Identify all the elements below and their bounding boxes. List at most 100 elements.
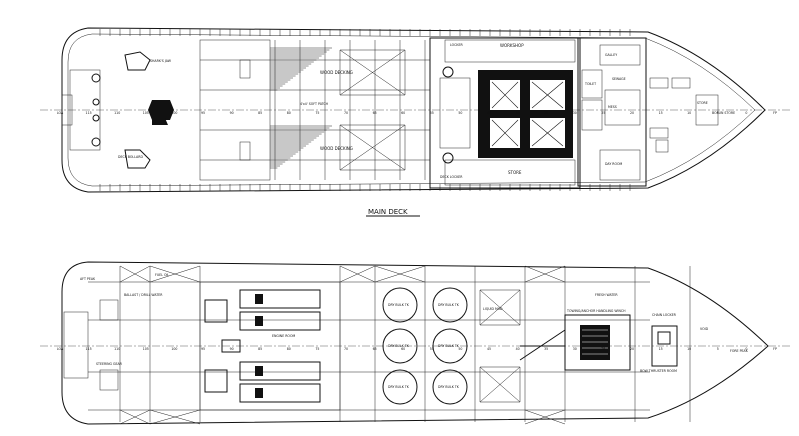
bow-thruster-label: BOW THRUSTER ROOM — [640, 369, 677, 373]
frame-number: 65 — [373, 111, 377, 115]
sewage-label: SEWAGE — [612, 77, 626, 81]
frame-number: 85 — [258, 347, 262, 351]
main-deck-plan: SHARK'S JAW DECK BOLLARD WOOD DECKING WO… — [40, 27, 790, 217]
mess-label: MESS — [608, 105, 617, 109]
frame-number: 5 — [717, 111, 719, 115]
frame-number: 65 — [373, 347, 377, 351]
dry-bulk-2-label: DRY BULK TK — [438, 303, 460, 307]
bosun-store-label: BOSUN STORE — [712, 111, 735, 115]
frame-number: 70 — [344, 111, 348, 115]
frame-number: 20 — [630, 347, 634, 351]
dry-bulk-6-label: DRY BULK TK — [438, 385, 460, 389]
fresh-water-label: FRESH WATER — [595, 293, 618, 297]
frame-number: FP — [773, 347, 777, 351]
fore-peak-label: FORE PEAK — [730, 349, 749, 353]
frame-number: 0 — [745, 111, 747, 115]
wood-decking-label-1: WOOD DECKING — [320, 70, 353, 75]
main-deck-hull — [61, 27, 766, 193]
frame-number: 60 — [401, 347, 405, 351]
frame-number: 40 — [516, 347, 520, 351]
frame-number: 10 — [687, 347, 691, 351]
engine-room-label: ENGINE ROOM — [272, 334, 295, 338]
store-label: STORE — [508, 170, 522, 175]
frame-number: 105 — [143, 111, 149, 115]
frame-number: LOA — [57, 347, 64, 351]
fuel-oil-label: FUEL OIL — [155, 273, 169, 277]
deck-locker-label: DECK LOCKER — [440, 175, 463, 179]
frame-number: LOA — [57, 111, 64, 115]
wood-decking-label-2: WOOD DECKING — [320, 146, 353, 151]
frame-number: 10 — [687, 111, 691, 115]
cargo-deck-frames — [200, 40, 430, 180]
workshop-label: WORKSHOP — [500, 43, 524, 48]
toilet-label: TOILET — [584, 82, 596, 86]
chain-locker-label: CHAIN LOCKER — [652, 313, 677, 317]
dry-bulk-tanks — [382, 287, 468, 405]
frame-number: 15 — [659, 347, 663, 351]
dry-bulk-3-label: DRY BULK TK — [388, 344, 410, 348]
frame-number: 90 — [230, 347, 234, 351]
locker-label: LOCKER — [450, 43, 464, 47]
frame-number: 45 — [487, 111, 491, 115]
frame-number: 110 — [114, 347, 120, 351]
frame-number: 95 — [201, 111, 205, 115]
frame-number: 115 — [86, 347, 92, 351]
dry-bulk-5-label: DRY BULK TK — [388, 385, 410, 389]
tank-bulkheads — [88, 265, 691, 425]
frame-number: 5 — [717, 347, 719, 351]
steering-gear-label: STEERING GEAR — [96, 362, 123, 366]
frame-number: 55 — [430, 111, 434, 115]
liquid-mud-label: LIQUID MUD — [483, 307, 503, 311]
frame-number: 75 — [315, 347, 319, 351]
wood-decking-hatch-forward — [270, 47, 332, 91]
frame-number: 80 — [287, 111, 291, 115]
aft-peak-label: AFT PEAK — [80, 277, 96, 281]
frame-number: 35 — [544, 111, 548, 115]
frame-number: 105 — [143, 347, 149, 351]
frame-number: 25 — [601, 347, 605, 351]
frame-number: 100 — [171, 111, 177, 115]
frame-number: 95 — [201, 347, 205, 351]
frame-number: 20 — [630, 111, 634, 115]
frame-number: 35 — [544, 347, 548, 351]
frame-number: 70 — [344, 347, 348, 351]
winch-label: TOWING/ANCHOR HANDLING WINCH — [566, 309, 626, 313]
frame-number: 25 — [601, 111, 605, 115]
ballast-label: BALLAST / DRILL WATER — [124, 293, 163, 297]
wood-decking-hatch-aft — [270, 125, 332, 169]
frame-number: 110 — [114, 111, 120, 115]
frame-number: 50 — [458, 111, 462, 115]
main-deck-caption: MAIN DECK — [368, 208, 408, 216]
frame-number: 30 — [573, 347, 577, 351]
frame-number: 85 — [258, 111, 262, 115]
frame-number: 45 — [487, 347, 491, 351]
frame-number: 50 — [458, 347, 462, 351]
lower-deck-hull — [61, 261, 769, 425]
lower-deck-plan: AFT PEAK STEERING GEAR BALLAST / DRILL W… — [40, 261, 790, 425]
frame-number: 100 — [171, 347, 177, 351]
frame-number: 80 — [287, 347, 291, 351]
deckhouse — [429, 37, 581, 189]
frame-number: 75 — [315, 111, 319, 115]
day-room-label: DAY ROOM — [605, 162, 623, 166]
frame-number: 30 — [573, 111, 577, 115]
store-fwd-label: STORE — [697, 101, 708, 105]
frame-number: 60 — [401, 111, 405, 115]
frame-number: 55 — [430, 347, 434, 351]
dry-bulk-4-label: DRY BULK TK — [438, 344, 460, 348]
galley-label: GALLEY — [605, 53, 617, 57]
void-label: VOID — [700, 327, 709, 331]
dry-bulk-1-label: DRY BULK TK — [388, 303, 410, 307]
frame-number: 15 — [659, 111, 663, 115]
deck-plate-label: 4'x4' SOFT PATCH — [300, 102, 329, 106]
frame-number: 0 — [745, 347, 747, 351]
frame-number: FP — [773, 111, 777, 115]
frame-number: 90 — [230, 111, 234, 115]
deck-bollard-label: DECK BOLLARD — [118, 155, 143, 159]
frame-number: 115 — [86, 111, 92, 115]
main-engines — [204, 289, 321, 403]
shark-jaw-label: SHARK'S JAW — [150, 59, 172, 63]
